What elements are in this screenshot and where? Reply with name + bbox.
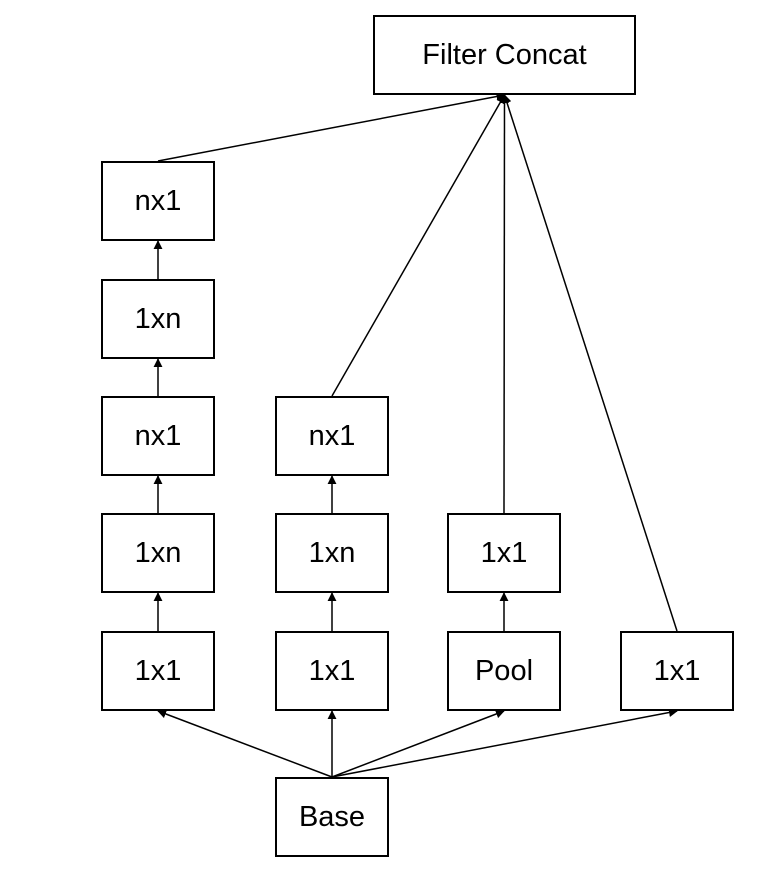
edge-base-to-b3_pool [331,709,505,778]
node-label: 1xn [308,536,356,569]
branch2-nx1-node: nx1 [275,396,389,476]
edge-b4_1x1-to-filter_concat [502,94,678,632]
edge-b2_nx1-to-filter_concat [331,94,506,397]
edge-b3_1x1-to-filter_concat [499,94,509,514]
branch2-1x1-node: 1x1 [275,631,389,711]
branch1-nx1-mid-node: nx1 [101,396,215,476]
branch1-1xn-upper-node: 1xn [101,279,215,359]
node-label: 1x1 [480,536,528,569]
branch1-nx1-top-node: nx1 [101,161,215,241]
node-label: nx1 [134,419,182,452]
node-label: Filter Concat [422,38,587,71]
base-node: Base [275,777,389,857]
edge-base-to-b1_1x1 [157,709,333,778]
branch2-1xn-node: 1xn [275,513,389,593]
filter-concat-node: Filter Concat [373,15,636,95]
node-label: 1x1 [308,654,356,687]
edge-b1_nx1_top-to-filter_concat [157,92,506,162]
node-label: 1x1 [134,654,182,687]
branch1-1xn-lower-node: 1xn [101,513,215,593]
branch4-1x1-node: 1x1 [620,631,734,711]
node-label: nx1 [308,419,356,452]
branch3-pool-node: Pool [447,631,561,711]
node-label: nx1 [134,184,182,217]
node-label: Pool [474,654,534,687]
node-label: 1x1 [653,654,701,687]
branch1-1x1-node: 1x1 [101,631,215,711]
node-label: Base [298,800,366,833]
node-label: 1xn [134,302,182,335]
branch3-1x1-node: 1x1 [447,513,561,593]
edge-base-to-b4_1x1 [331,708,678,778]
node-label: 1xn [134,536,182,569]
